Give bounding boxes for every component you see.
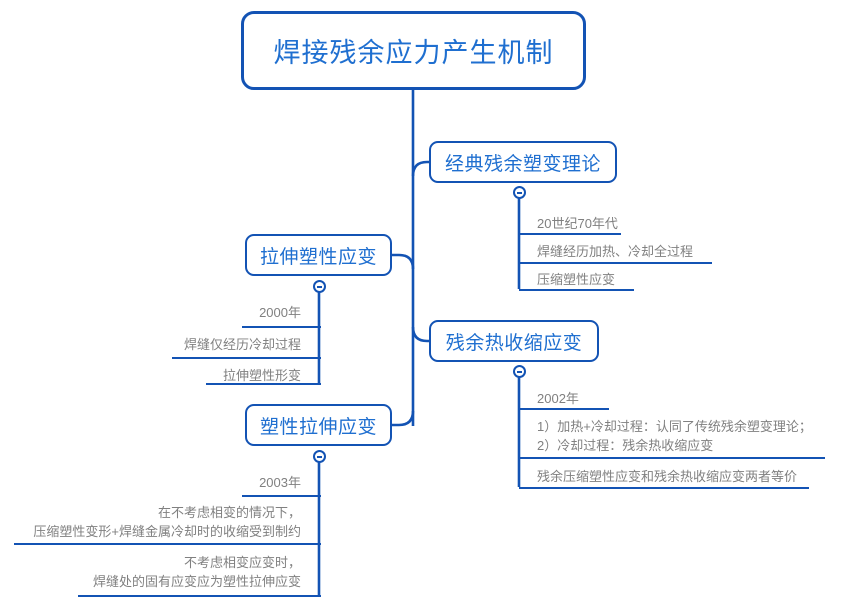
branch-node-plastic-label: 塑性拉伸应变 [259,416,377,438]
collapse-toggle-plastic[interactable] [313,450,326,463]
root-node-label: 焊接残余应力产生机制 [273,38,554,68]
leaf-underline-plastic-2 [78,595,321,597]
leaf-thermal-2[interactable]: 残余压缩塑性应变和残余热收缩应变两者等价 [537,469,798,484]
leaf-underline-thermal-0 [519,408,609,410]
leaf-underline-classic-2 [519,289,634,291]
leaf-classic-2[interactable]: 压缩塑性应变 [537,272,616,287]
leaf-underline-thermal-2 [519,487,809,489]
branch-node-tensile[interactable]: 拉伸塑性应变 [245,234,392,276]
branch-node-classic[interactable]: 经典残余塑变理论 [429,141,617,183]
leaf-tensile-1[interactable]: 焊缝仅经历冷却过程 [183,337,301,352]
leaf-underline-tensile-1 [172,357,321,359]
leaf-underline-classic-1 [519,262,712,264]
branch-node-plastic[interactable]: 塑性拉伸应变 [245,404,392,446]
leaf-plastic-0[interactable]: 2003年 [259,475,301,490]
branch-node-thermal-label: 残余热收缩应变 [445,332,583,354]
leaf-tensile-2[interactable]: 拉伸塑性形变 [222,368,301,383]
branch-node-classic-label: 经典残余塑变理论 [444,153,601,175]
leaf-classic-1[interactable]: 焊缝经历加热、冷却全过程 [537,244,694,259]
root-node[interactable]: 焊接残余应力产生机制 [241,11,586,90]
branch-node-tensile-label: 拉伸塑性应变 [259,246,377,268]
leaf-plastic-1[interactable]: 在不考虑相变的情况下， 压缩塑性变形+焊缝金属冷却时的收缩受到制约 [33,505,301,539]
collapse-toggle-classic[interactable] [513,186,526,199]
leaf-underline-plastic-1 [14,543,321,545]
leaf-thermal-1[interactable]: 1）加热+冷却过程：认同了传统残余塑变理论； 2）冷却过程：残余热收缩应变 [537,419,812,453]
leaf-underline-plastic-0 [242,495,321,497]
leaf-underline-tensile-0 [242,326,321,328]
leaf-classic-0[interactable]: 20世纪70年代 [537,216,618,231]
leaf-plastic-2[interactable]: 不考虑相变应变时， 焊缝处的固有应变应为塑性拉伸应变 [92,555,301,589]
collapse-toggle-thermal[interactable] [513,365,526,378]
leaf-thermal-0[interactable]: 2002年 [537,391,579,406]
leaf-underline-thermal-1 [519,457,825,459]
collapse-toggle-tensile[interactable] [313,280,326,293]
leaf-underline-tensile-2 [206,383,321,385]
leaf-tensile-0[interactable]: 2000年 [259,305,301,320]
leaf-underline-classic-0 [519,233,621,235]
branch-node-thermal[interactable]: 残余热收缩应变 [429,320,599,362]
